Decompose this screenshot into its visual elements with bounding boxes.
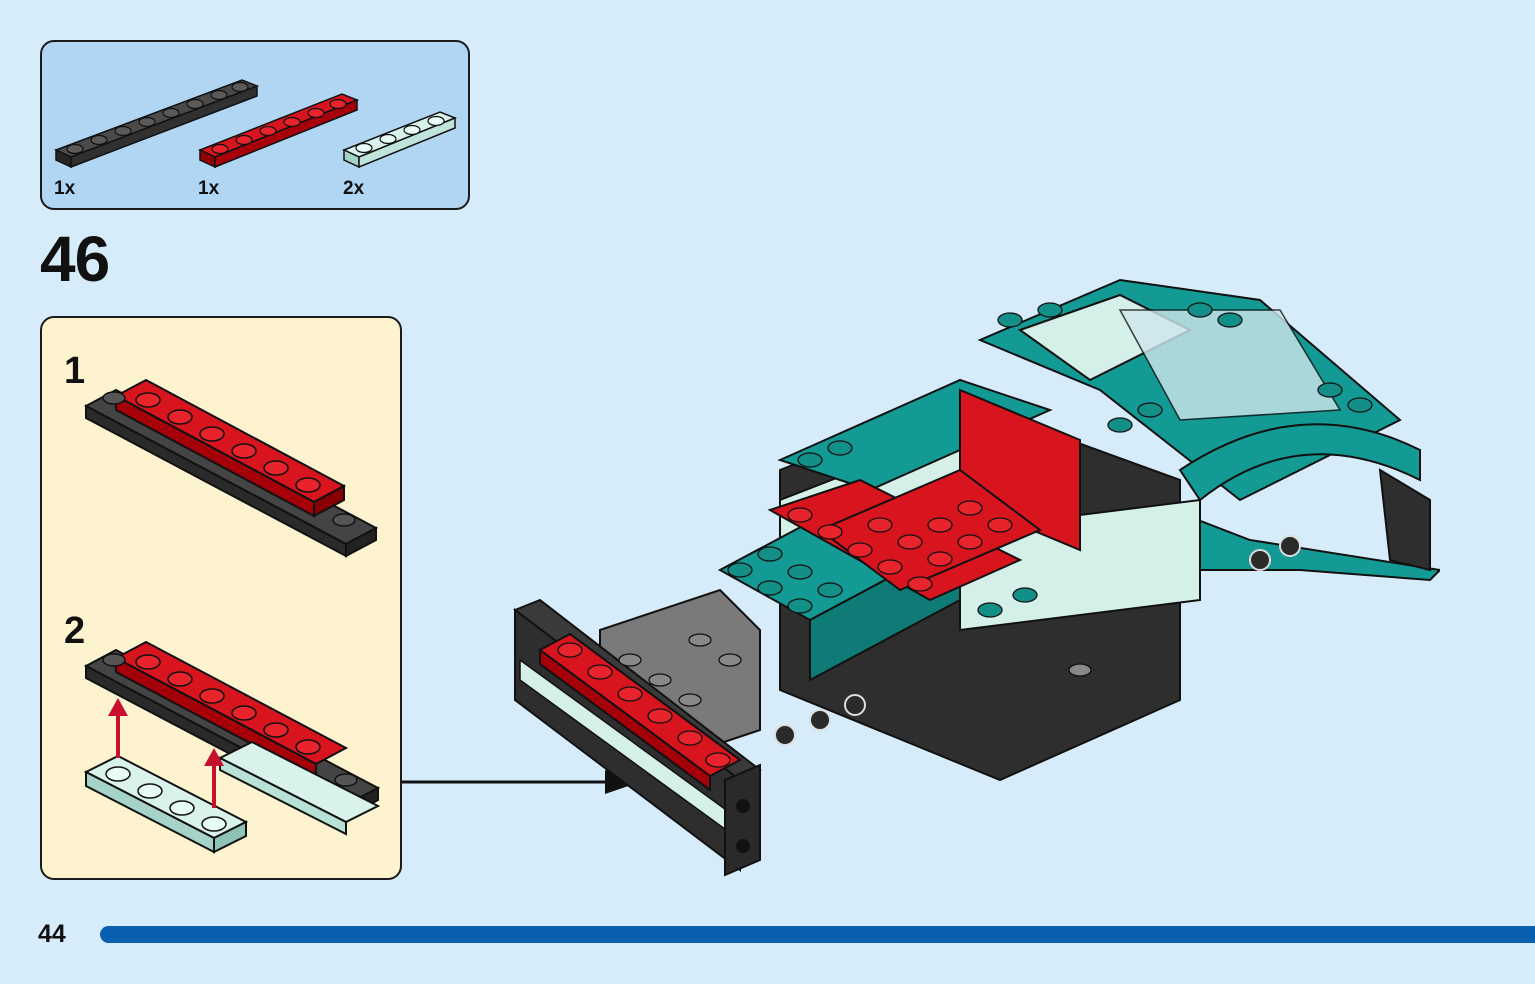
step-number: 46 <box>40 223 110 295</box>
substep-1-assembly <box>83 378 379 558</box>
part-quantity: 1x <box>54 178 76 199</box>
substep-2-assembly <box>83 640 381 854</box>
page-number: 44 <box>38 920 66 948</box>
plate-1x8-dark-grey-image <box>54 79 260 169</box>
plate-1x6-red-image <box>198 93 360 169</box>
car-model-illustration <box>512 278 1440 877</box>
part-quantity: 2x <box>343 178 365 199</box>
substep-illustration <box>83 378 381 854</box>
parts-illustration <box>54 79 458 169</box>
parts-callout: 1x 1x 2x <box>40 40 470 210</box>
substep-label: 2 <box>64 610 86 652</box>
part-quantity: 1x <box>198 178 220 199</box>
plate-1x4-light-aqua-image <box>342 111 458 169</box>
progress-bar <box>100 926 1535 943</box>
arrow-up-icon <box>108 698 224 808</box>
substep-callout: 1 2 <box>40 316 402 880</box>
substep-label: 1 <box>64 350 86 392</box>
